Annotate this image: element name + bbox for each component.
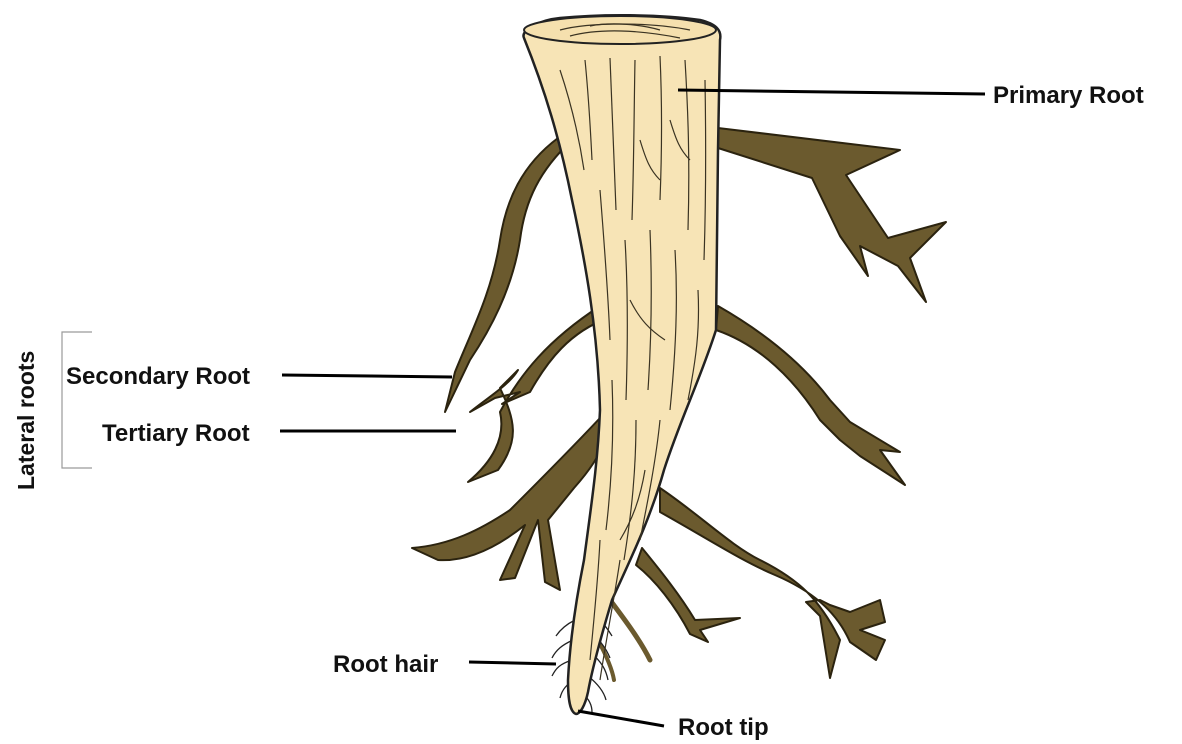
trunk-body bbox=[523, 15, 720, 714]
tertiary-root-label: Tertiary Root bbox=[102, 420, 250, 447]
primary-root-leader bbox=[678, 90, 985, 94]
lower-middle-lateral-root bbox=[636, 548, 740, 642]
secondary-root-label: Secondary Root bbox=[66, 363, 250, 390]
root-hair-leader bbox=[469, 662, 556, 664]
right-lower-lateral-root bbox=[660, 488, 885, 678]
lateral-roots-label: Lateral roots bbox=[13, 351, 39, 490]
primary-root-label: Primary Root bbox=[993, 82, 1144, 109]
right-middle-lateral-root bbox=[716, 306, 905, 485]
secondary-root-leader bbox=[282, 375, 452, 377]
root-hair-label: Root hair bbox=[333, 651, 438, 678]
left-upper-lateral-root bbox=[445, 138, 572, 412]
root-tip-label: Root tip bbox=[678, 714, 769, 741]
primary-root-trunk bbox=[523, 15, 720, 714]
lateral-roots-bracket bbox=[62, 332, 92, 468]
right-upper-lateral-root bbox=[718, 128, 946, 302]
root-tip-leader bbox=[578, 711, 664, 726]
